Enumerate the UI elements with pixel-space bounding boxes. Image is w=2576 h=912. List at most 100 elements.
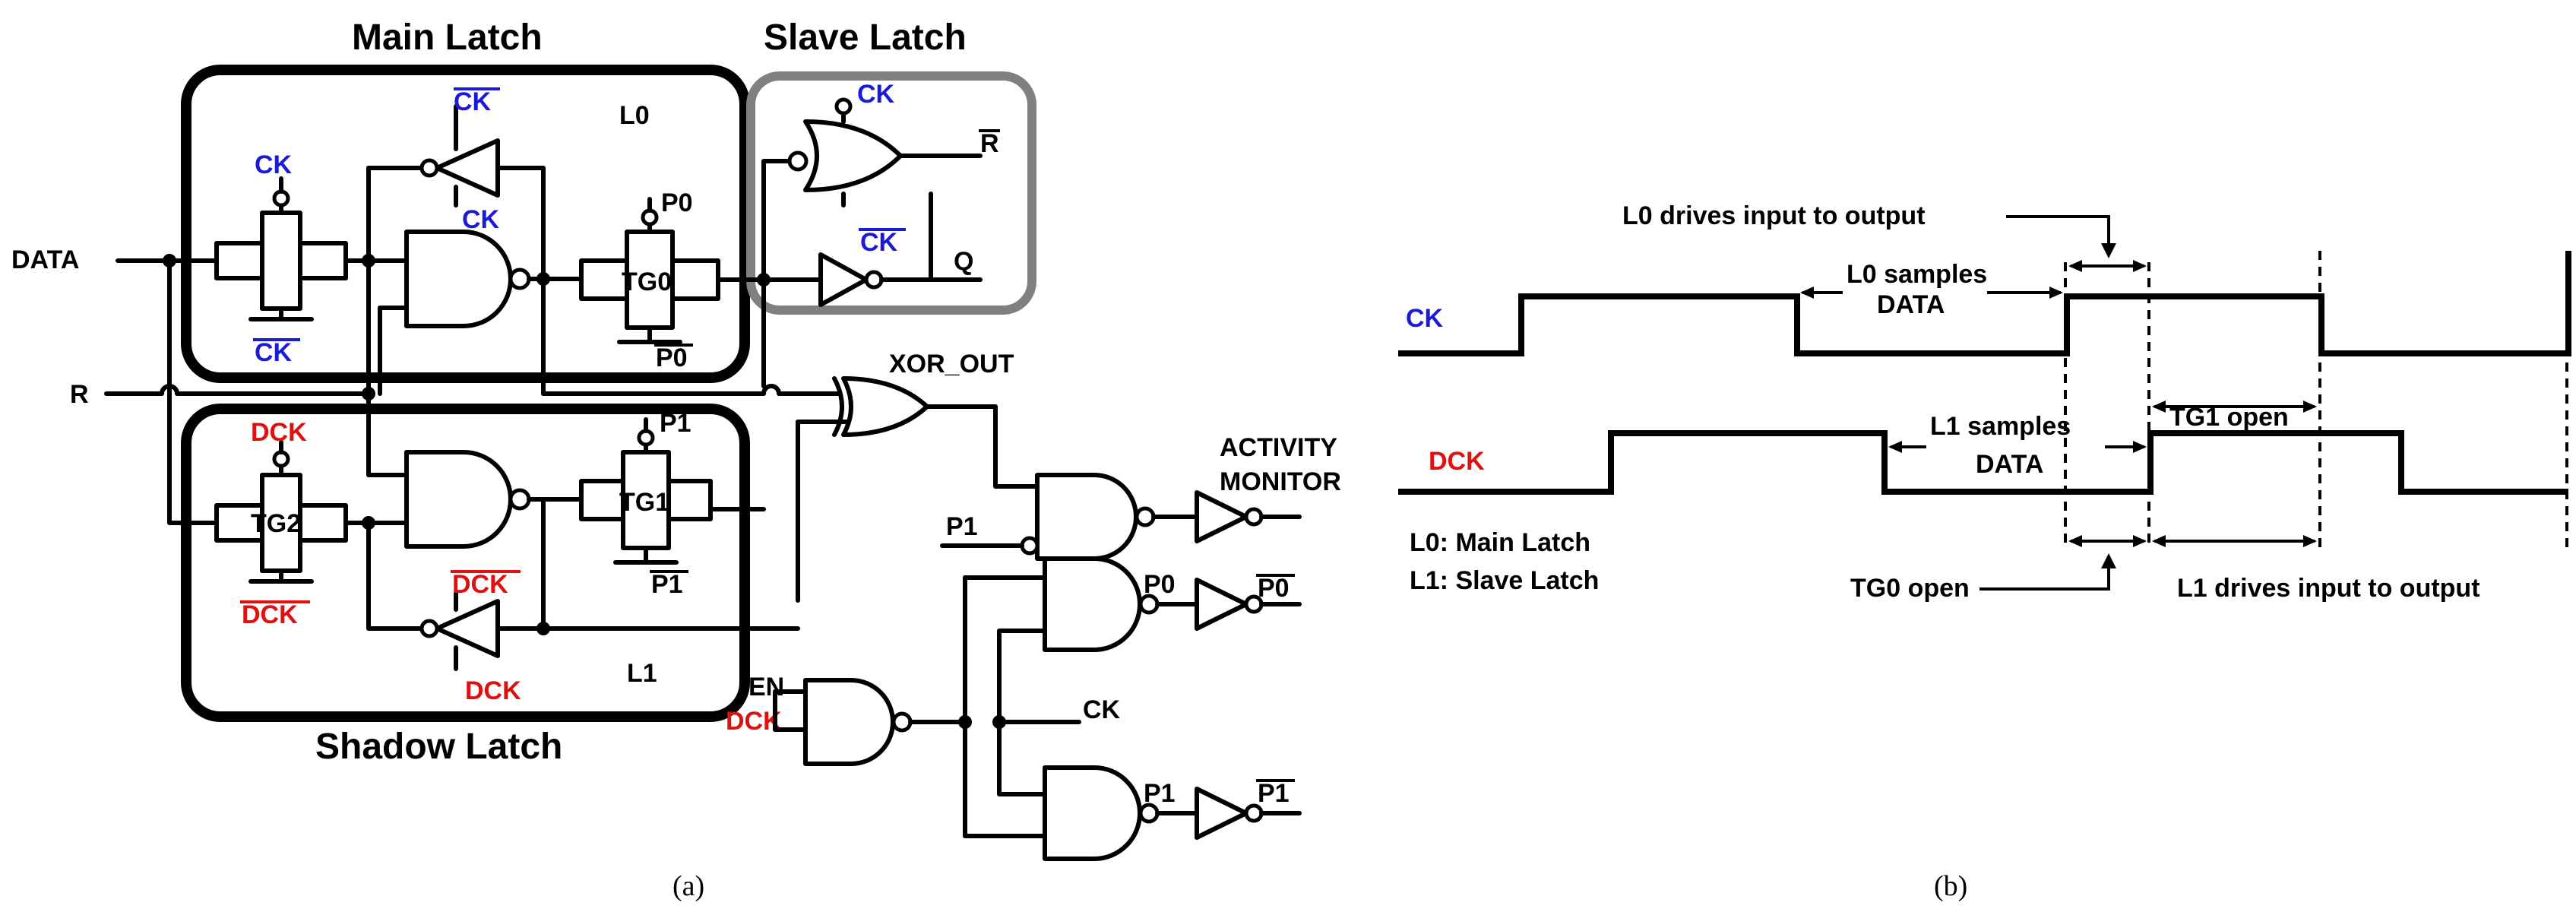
p0-bar-label: P0: [656, 344, 688, 372]
q-label: Q: [954, 247, 973, 276]
p1-inverter: [1195, 787, 1264, 840]
l1-samples-data-label: DATA: [1976, 450, 2043, 479]
p1-label: P1: [660, 409, 691, 438]
nand-gate-p0: [1043, 556, 1160, 652]
arrowhead: [2068, 260, 2082, 272]
dck-waveform: [1398, 430, 2568, 495]
l0-samples-data-label: DATA: [1877, 290, 1945, 319]
nand-gate-activity: [1020, 473, 1156, 561]
ck-label: CK: [462, 205, 500, 234]
dck-label: DCK: [726, 707, 782, 736]
dck-wave-label: DCK: [1429, 447, 1485, 476]
p1-bar-label: P1: [651, 570, 683, 599]
nand-gate-p1: [1043, 765, 1160, 861]
ck-label: CK: [1083, 695, 1121, 724]
l0-samples-label: L0 samples: [1847, 260, 1987, 289]
main-latch-title: Main Latch: [352, 17, 543, 58]
xor-out-label: XOR_OUT: [889, 350, 1014, 378]
nand-gate-enable: [803, 678, 913, 766]
wire: [366, 521, 424, 631]
dck-label: DCK: [251, 418, 307, 447]
wire: [997, 720, 1047, 796]
tg0-open-label: TG0 open: [1850, 574, 1970, 603]
dck-bar-label: DCK: [242, 600, 298, 629]
wire: [541, 384, 842, 396]
xor-out-wire: [925, 404, 1040, 489]
l0-label: L0: [619, 101, 650, 130]
p0-bar-label: P0: [1258, 574, 1290, 603]
tg1-gate: [579, 417, 713, 565]
slave-inverter: [818, 252, 884, 307]
p1-label: P1: [1144, 779, 1176, 808]
p0-label: P0: [1144, 570, 1176, 599]
p0-inverter: [1195, 578, 1264, 631]
ck-bar-label: CK: [860, 228, 898, 257]
nand-gate-main: [404, 230, 531, 328]
ck-bar-label: CK: [255, 338, 293, 367]
monitor-label: MONITOR: [1220, 467, 1341, 496]
dck-bar-label: DCK: [452, 570, 508, 599]
arrowhead: [2133, 535, 2147, 547]
dck-label: DCK: [465, 676, 521, 705]
arrowhead: [2101, 243, 2116, 258]
r-input-label: R: [70, 380, 89, 409]
ck-label: CK: [255, 150, 293, 179]
annotation-line: [1979, 559, 2110, 591]
ck-waveform: [1398, 251, 2571, 356]
nand-gate-shadow: [404, 450, 531, 549]
arrowhead: [2303, 401, 2317, 413]
tg1-label: TG1: [619, 488, 669, 517]
arrowhead: [1800, 287, 1814, 299]
wire: [997, 629, 1047, 724]
arrowhead: [2303, 535, 2317, 547]
activity-inverter: [1195, 490, 1264, 543]
shadow-latch-title: Shadow Latch: [315, 727, 562, 767]
activity-label: ACTIVITY: [1220, 433, 1337, 462]
arrowhead: [1888, 441, 1902, 453]
data-branch-wire: [167, 258, 219, 525]
arrowhead: [2049, 287, 2063, 299]
panel-b-timing: CK DCK L0 drives input to output L0 samp…: [1398, 201, 2571, 902]
arrowhead: [2068, 535, 2082, 547]
l0-drives-label: L0 drives input to output: [1622, 201, 1926, 230]
ck-wave-label: CK: [1406, 304, 1444, 333]
legend-l1: L1: Slave Latch: [1410, 566, 1599, 595]
wire: [366, 391, 409, 477]
arrowhead: [2152, 401, 2166, 413]
tg0-label: TG0: [622, 268, 672, 296]
data-input-label: DATA: [11, 245, 79, 274]
caption-b: (b): [1934, 870, 1967, 902]
caption-a: (a): [672, 870, 704, 902]
annotation-line: [2006, 215, 2110, 255]
transmission-gate-main: [214, 176, 348, 321]
tristate-inverter-main: [419, 104, 546, 281]
l1-samples-label: L1 samples: [1930, 412, 2071, 441]
panel-a-circuit: Main Latch Slave Latch Shadow Latch L0 L…: [11, 17, 1341, 902]
arrowhead: [2101, 553, 2116, 568]
slave-or-gate: [787, 97, 903, 207]
r-wire: [104, 384, 371, 396]
shadow-latch-box: [181, 404, 750, 722]
main-latch-box: [181, 65, 750, 383]
ck-bar-label: CK: [454, 87, 492, 116]
wire: [761, 159, 793, 282]
p0-label: P0: [661, 188, 693, 217]
arrowhead: [2152, 535, 2166, 547]
tg2-gate: [214, 440, 348, 584]
l1-drives-label: L1 drives input to output: [2177, 574, 2480, 603]
tg2-label: TG2: [251, 509, 301, 538]
en-label: EN: [748, 673, 784, 701]
l1-label: L1: [627, 659, 657, 688]
wire: [773, 689, 808, 732]
r-bar-label: R: [980, 129, 999, 158]
p1-bar-label: P1: [1258, 779, 1290, 808]
slave-latch-box: [746, 71, 1036, 315]
legend-l0: L0: Main Latch: [1410, 528, 1590, 557]
arrowhead: [2133, 260, 2147, 272]
tg0-gate: [579, 197, 720, 344]
xor-gate: [832, 376, 929, 437]
arrowhead: [2133, 441, 2147, 453]
slave-latch-title: Slave Latch: [764, 17, 967, 58]
ck-label: CK: [857, 80, 895, 109]
